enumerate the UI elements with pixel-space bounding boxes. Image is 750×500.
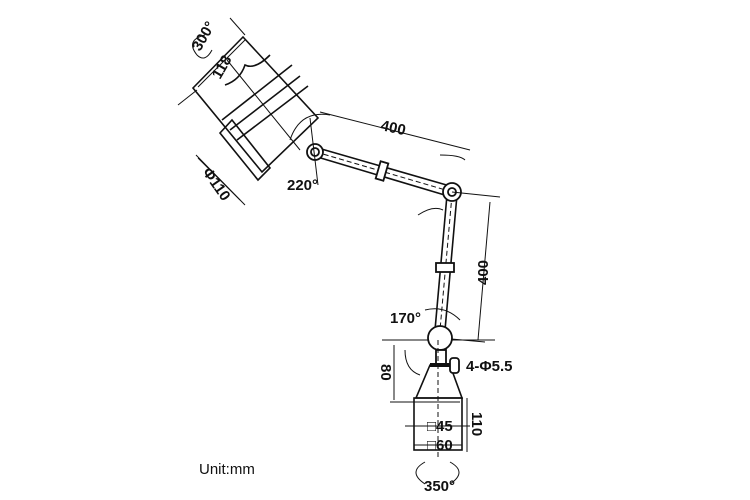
- label-head-joint-angle: 220°: [287, 177, 318, 194]
- dim-phi110-line: [197, 157, 241, 201]
- label-mount-holes: 4-Φ5.5: [466, 358, 513, 375]
- dim-118-line: [197, 39, 246, 88]
- label-base-height: 110: [468, 412, 485, 436]
- dim-400-lower-line: [477, 201, 491, 341]
- angle-arc-170: [404, 308, 461, 376]
- label-neck-height: 80: [377, 364, 394, 381]
- unit-note: Unit:mm: [199, 461, 255, 478]
- label-head-rotation: 300°: [189, 19, 219, 54]
- label-base-joint-angle: 170°: [390, 310, 421, 327]
- lower-arm: [434, 194, 458, 331]
- lamp-head: [177, 17, 320, 206]
- head-joint-pin: [310, 147, 320, 157]
- label-upper-arm-length: 400: [379, 117, 407, 139]
- label-head-length: 118: [209, 53, 236, 82]
- label-outer-square: □60: [427, 437, 453, 454]
- label-inner-square: □45: [427, 418, 453, 435]
- mount-knob[interactable]: [449, 357, 460, 374]
- rotation-arrow-350: [415, 461, 460, 485]
- base-joint: [427, 325, 453, 351]
- rotation-arrow-300: [192, 34, 213, 59]
- label-lower-arm-length: 400: [475, 260, 492, 285]
- label-base-rotation: 350°: [424, 478, 455, 495]
- angle-arc-220: [289, 113, 331, 141]
- label-head-diameter: Φ110: [199, 165, 234, 205]
- dim-400-upper-line: [319, 111, 471, 151]
- upper-arm: [313, 147, 451, 197]
